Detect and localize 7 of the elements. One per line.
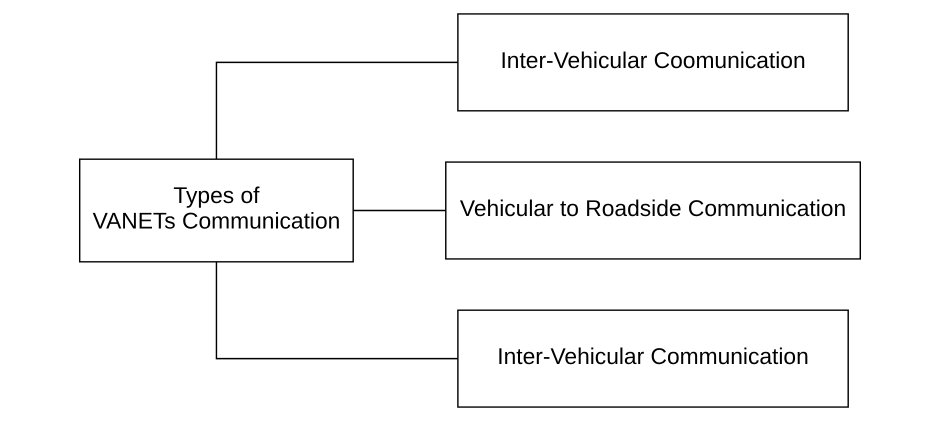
connector xyxy=(216,62,458,160)
node-box: Inter-Vehicular Coomunication xyxy=(457,13,849,112)
node-box: Types of VANETs Communication xyxy=(78,158,354,262)
node-box: Vehicular to Roadside Communication xyxy=(445,161,862,260)
connector xyxy=(216,262,458,360)
node-box: Inter-Vehicular Communication xyxy=(457,310,849,408)
connector xyxy=(353,210,446,212)
